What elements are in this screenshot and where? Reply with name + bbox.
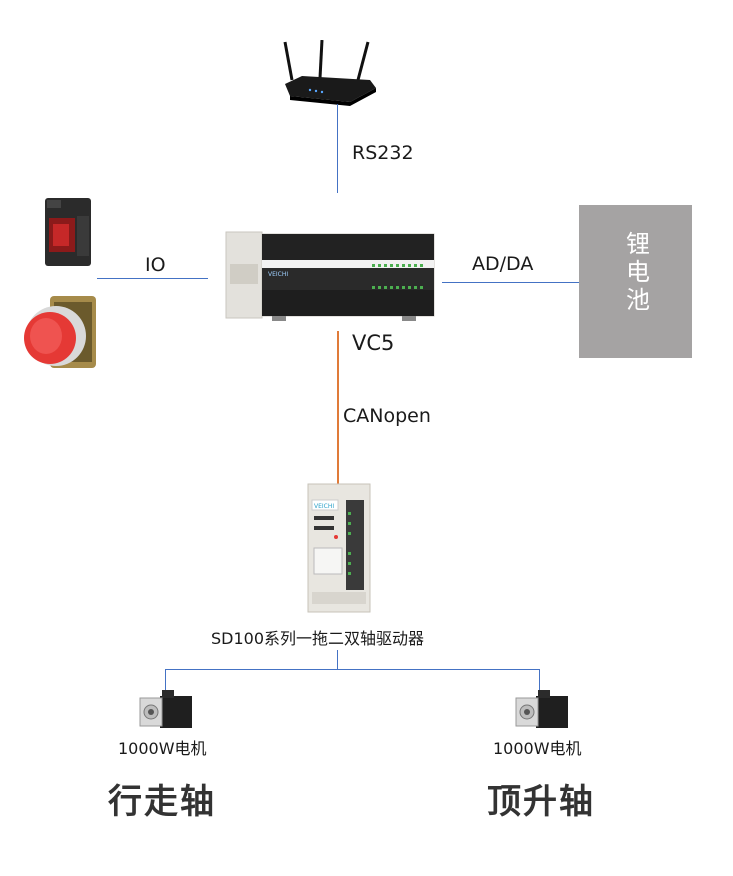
- photoelectric-sensor-icon: [45, 198, 91, 266]
- driver-label: SD100系列一拖二双轴驱动器: [211, 629, 425, 648]
- servo-driver-icon: VEICHI: [307, 483, 371, 613]
- adda-label: AD/DA: [472, 253, 534, 275]
- right-motor-link: [539, 669, 540, 691]
- io-label: IO: [145, 254, 166, 276]
- axis-right-label: 顶升轴: [487, 782, 595, 822]
- motor-right-label: 1000W电机: [493, 739, 582, 758]
- driver-drop-link: [337, 650, 338, 670]
- servo-motor-icon: [515, 690, 568, 728]
- rs232-link: [337, 104, 338, 193]
- svg-text:VEICHI: VEICHI: [314, 503, 334, 510]
- canopen-link: [337, 331, 339, 484]
- svg-text:VEICHI: VEICHI: [268, 271, 288, 278]
- servo-motor-icon: [139, 690, 192, 728]
- battery-label: 锂电池: [621, 231, 650, 315]
- lithium-battery: 锂电池: [579, 205, 692, 358]
- router-icon: [283, 40, 376, 106]
- io-link: [97, 278, 208, 279]
- axis-left-label: 行走轴: [108, 782, 216, 822]
- adda-link: [442, 282, 579, 283]
- rs232-label: RS232: [352, 142, 414, 164]
- canopen-label: CANopen: [343, 405, 431, 427]
- plc-controller-icon: VEICHI: [225, 231, 435, 321]
- motor-bus-link: [165, 669, 540, 670]
- vc5-label: VC5: [352, 331, 395, 355]
- push-button-icon: [24, 296, 96, 368]
- left-motor-link: [165, 669, 166, 691]
- motor-left-label: 1000W电机: [118, 739, 207, 758]
